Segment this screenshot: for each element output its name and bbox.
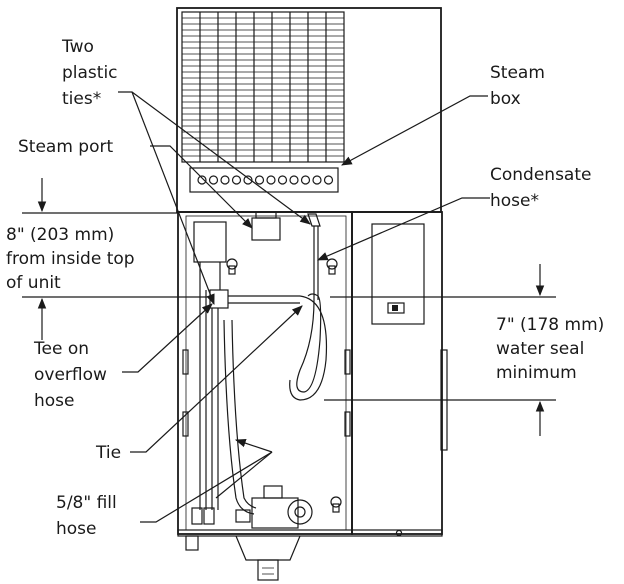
- steam-port-hole: [289, 175, 299, 185]
- steam-port-strip: [189, 167, 339, 193]
- label-steam-box-line2: box: [490, 89, 521, 109]
- label-tie: Tie: [95, 443, 121, 463]
- steam-port-hole: [323, 175, 334, 185]
- steam-port-hole: [254, 175, 265, 185]
- louver-grille: [181, 11, 345, 163]
- electrical-panel-door: [371, 223, 425, 325]
- label-steam-port: Steam port: [18, 137, 113, 157]
- keyhole-mount-right: [326, 258, 338, 275]
- steam-port-hole: [220, 175, 230, 185]
- label-steam-box-line1: Steam: [490, 63, 545, 83]
- steam-port-holes: [197, 175, 334, 185]
- drain-outlet: [185, 535, 301, 581]
- label-tee-line1: Tee on: [33, 339, 89, 359]
- label-two-plastic-ties: Two plastic ties*: [61, 37, 118, 109]
- steam-box-housing: [176, 7, 442, 213]
- steam-port-hole: [277, 175, 288, 185]
- label-eight-line3: of unit: [6, 273, 61, 293]
- label-tee-line3: hose: [34, 391, 75, 411]
- fill-hose: [223, 319, 255, 515]
- steam-port-block: [251, 217, 281, 241]
- overflow-cylinder: [193, 221, 227, 263]
- dimension-8in: [22, 178, 210, 340]
- steam-port-hole: [300, 175, 311, 185]
- label-tee-line2: overflow: [34, 365, 107, 385]
- label-fill-hose: 5/8" fill hose: [56, 493, 117, 539]
- leader-lines: [118, 91, 490, 523]
- label-steam-box: Steam box: [490, 63, 545, 109]
- label-eight-line1: 8" (203 mm): [6, 225, 114, 245]
- steam-port-hole: [197, 175, 207, 185]
- label-fill-line2: hose: [56, 519, 97, 539]
- label-fill-line1: 5/8" fill: [56, 493, 117, 513]
- label-condensate-line1: Condensate: [490, 165, 591, 185]
- steam-port-hole: [231, 175, 242, 185]
- drain-pump: [191, 485, 313, 529]
- label-tee-on-overflow: Tee on overflow hose: [33, 339, 107, 411]
- label-eight-inch: 8" (203 mm) from inside top of unit: [6, 225, 135, 293]
- steam-port-hole: [312, 175, 322, 185]
- condensate-hose: [296, 226, 322, 393]
- indicator-switch: [387, 302, 405, 314]
- label-eight-line2: from inside top: [6, 249, 135, 269]
- label-seven-line3: minimum: [496, 363, 577, 383]
- keyhole-mount-bottom: [330, 496, 342, 513]
- label-condensate-hose: Condensate hose*: [490, 165, 591, 211]
- label-two-line2: plastic: [62, 63, 118, 83]
- steam-port-hole: [208, 175, 219, 185]
- label-seven-line2: water seal: [496, 339, 584, 359]
- cabinet: [177, 211, 448, 581]
- steam-port-hole: [266, 175, 276, 185]
- label-two-line1: Two: [61, 37, 94, 57]
- label-two-line3: ties*: [62, 89, 101, 109]
- label-condensate-line2: hose*: [490, 191, 539, 211]
- label-seven-line1: 7" (178 mm): [496, 315, 604, 335]
- keyhole-mount-left: [226, 258, 238, 275]
- dimension-7in: [324, 264, 556, 436]
- steam-port-hole: [243, 175, 253, 185]
- label-seven-inch: 7" (178 mm) water seal minimum: [496, 315, 604, 383]
